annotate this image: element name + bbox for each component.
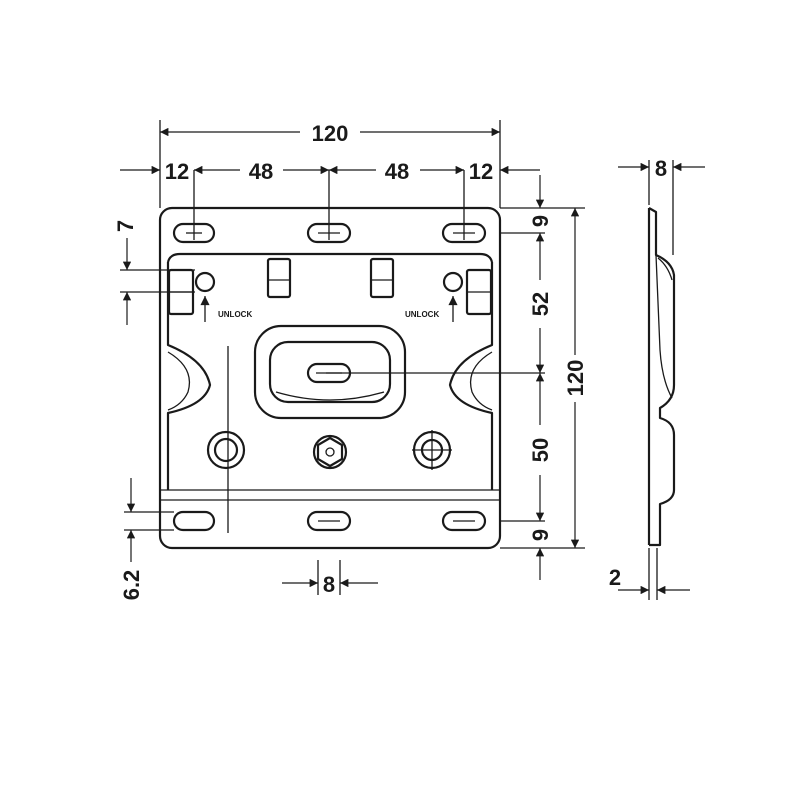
tab-left (266, 257, 292, 299)
unlock-hole-right (442, 271, 464, 293)
central-recess-outer (253, 324, 407, 420)
side-view: 8 2 (609, 156, 705, 600)
top-dimensions: 120 12 48 48 12 (120, 121, 540, 184)
unlock-label-right: UNLOCK (405, 310, 439, 319)
hole-left-inner (213, 437, 239, 463)
dim-spacing-right: 48 (385, 159, 409, 184)
side-profile (647, 207, 676, 547)
dim-edge-right: 12 (469, 159, 493, 184)
unlock-hole-left (194, 271, 216, 293)
dim-overall-width: 120 (312, 121, 349, 146)
unlock-label-left: UNLOCK (218, 310, 252, 319)
dim-slot-width: 8 (323, 572, 335, 597)
centerlines (159, 120, 585, 595)
bottom-slot-dimension: 8 (282, 572, 378, 597)
dim-thickness: 2 (609, 565, 621, 590)
bottom-slot-left (172, 510, 216, 532)
inner-plate-outline (166, 252, 494, 490)
dim-left-bottom: 6.2 (119, 570, 144, 601)
bottom-slot-right (441, 510, 487, 532)
hole-left-outer (206, 430, 246, 470)
dim-top-offset: 9 (528, 215, 553, 227)
dim-left-top: 7 (113, 220, 138, 232)
dim-bottom-offset: 9 (528, 529, 553, 541)
bottom-slot-center (306, 510, 352, 532)
right-dimensions: 9 52 50 9 120 (528, 175, 588, 580)
dim-spacing-left: 48 (249, 159, 273, 184)
dim-upper-height: 52 (528, 292, 553, 316)
dim-side-depth: 8 (655, 156, 667, 181)
dim-edge-left: 12 (165, 159, 189, 184)
left-dimensions: 7 6.2 (113, 220, 195, 600)
hole-right-icon (412, 430, 452, 470)
central-recess-inner (268, 340, 392, 404)
dim-overall-height: 120 (563, 360, 588, 397)
tab-right (369, 257, 395, 299)
hex-screw-icon (312, 434, 348, 470)
dim-lower-height: 50 (528, 438, 553, 462)
plate-outline (158, 206, 502, 550)
front-view-plate: UNLOCK UNLOCK (158, 206, 502, 550)
